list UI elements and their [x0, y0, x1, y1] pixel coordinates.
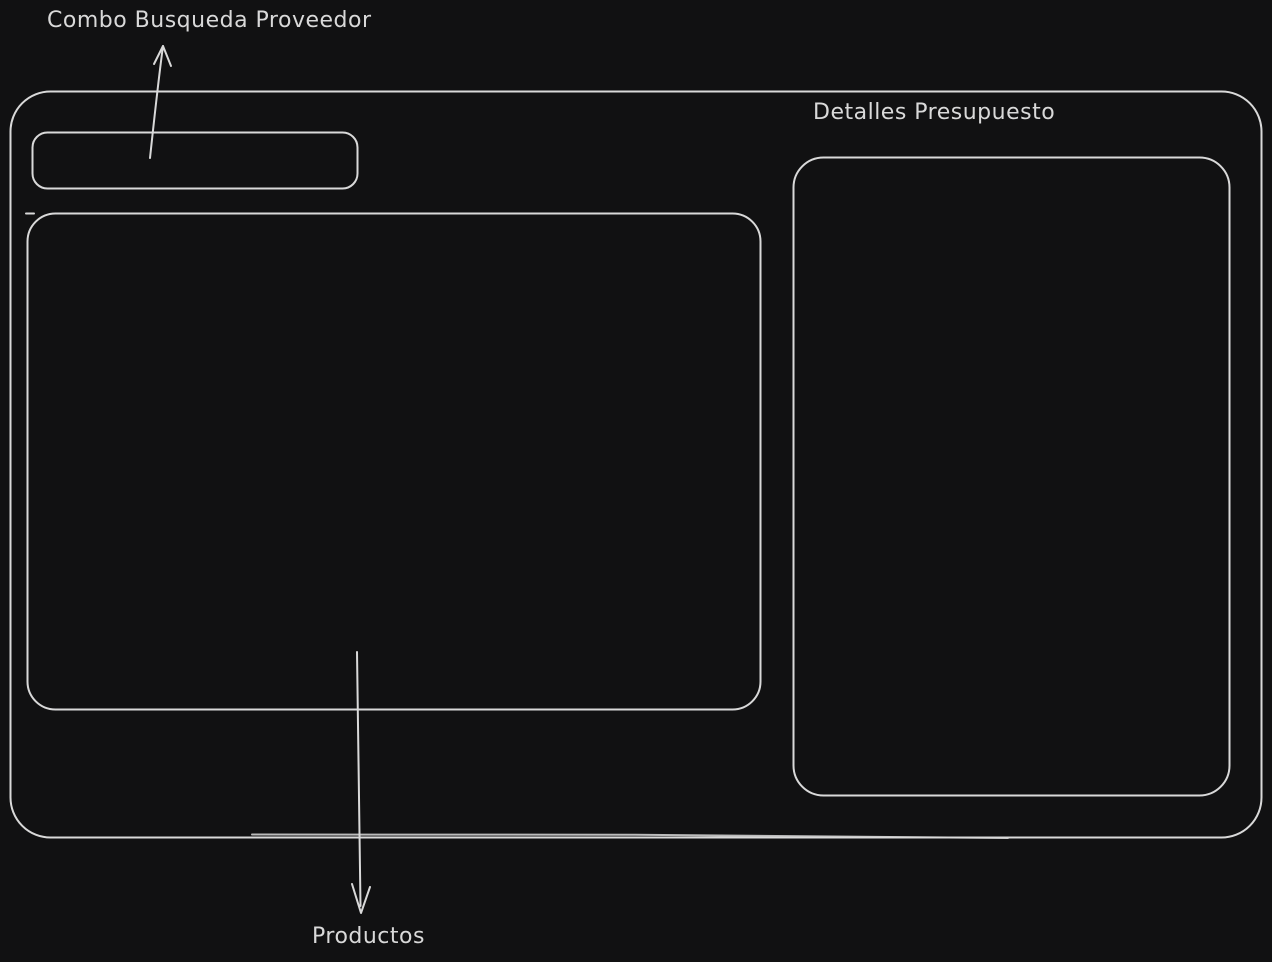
- products-annotation-label: Productos: [312, 924, 425, 949]
- combo-annotation-label: Combo Busqueda Proveedor: [47, 8, 372, 33]
- products-annotation-arrowhead: [351, 883, 371, 914]
- combo-annotation-arrow: [149, 45, 164, 159]
- combo-annotation-arrowhead: [153, 45, 172, 67]
- provider-search-combo[interactable]: [31, 131, 359, 190]
- details-annotation-label: Detalles Presupuesto: [813, 100, 1056, 125]
- budget-details-panel[interactable]: [792, 156, 1231, 797]
- products-annotation-arrow: [356, 651, 362, 907]
- products-area[interactable]: [26, 212, 762, 711]
- app-window-frame: [9, 90, 1263, 839]
